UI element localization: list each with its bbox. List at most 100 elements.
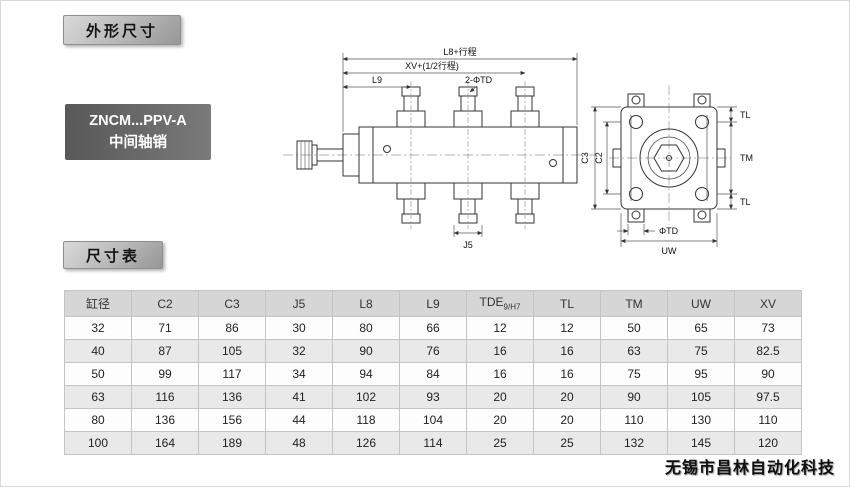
model-name: ZNCM...PPV-A xyxy=(89,112,187,129)
dim-label-phitd: ΦTD xyxy=(659,226,679,236)
column-header: L8 xyxy=(332,290,400,317)
table-cell: 95 xyxy=(667,362,735,386)
table-cell: 32 xyxy=(265,339,333,363)
table-cell: 50 xyxy=(64,362,132,386)
table-cell: 100 xyxy=(64,431,132,455)
watermark-text: 无锡市昌林自动化科技 xyxy=(664,460,835,477)
table-cell: 93 xyxy=(399,385,467,409)
table-cell: 87 xyxy=(131,339,199,363)
table-cell: 30 xyxy=(265,316,333,340)
table-cell: 48 xyxy=(265,431,333,455)
table-cell: 50 xyxy=(600,316,668,340)
table-cell: 90 xyxy=(734,362,802,386)
column-header: TM xyxy=(600,290,668,317)
table-cell: 76 xyxy=(399,339,467,363)
table-cell: 94 xyxy=(332,362,400,386)
technical-drawing: L8+行程 XV+(1/2行程) L9 2-ΦTD J5 C3 C2 TL TM… xyxy=(283,46,753,256)
table-cell: 25 xyxy=(466,431,534,455)
table-cell: 63 xyxy=(600,339,668,363)
dim-label-l8: L8+行程 xyxy=(443,46,476,57)
tie-rod-bolt xyxy=(629,115,643,129)
dim-label-xv: XV+(1/2行程) xyxy=(405,60,459,71)
table-cell: 44 xyxy=(265,408,333,432)
tie-rod-bolt xyxy=(695,187,709,201)
table-cell: 90 xyxy=(600,385,668,409)
table-cell: 130 xyxy=(667,408,735,432)
section-title-outline-label: 外形尺寸 xyxy=(85,22,158,40)
table-cell: 105 xyxy=(667,385,735,409)
dim-label-tl-top: TL xyxy=(740,110,751,120)
table-cell: 132 xyxy=(600,431,668,455)
rod-nut-hexagon xyxy=(653,144,685,172)
model-label-box: ZNCM...PPV-A 中间轴销 xyxy=(65,104,211,160)
table-cell: 116 xyxy=(131,385,199,409)
table-cell: 20 xyxy=(533,408,601,432)
dim-label-tm: TM xyxy=(740,153,753,163)
table-cell: 65 xyxy=(667,316,735,340)
column-header: TL xyxy=(533,290,601,317)
table-cell: 12 xyxy=(466,316,534,340)
table-cell: 34 xyxy=(265,362,333,386)
table-cell: 90 xyxy=(332,339,400,363)
table-cell: 12 xyxy=(533,316,601,340)
table-cell: 71 xyxy=(131,316,199,340)
table-cell: 80 xyxy=(64,408,132,432)
table-cell: 164 xyxy=(131,431,199,455)
column-header: C3 xyxy=(198,290,266,317)
side-view-drawing xyxy=(283,81,595,229)
dim-label-uw: UW xyxy=(662,246,677,256)
model-mount-type: 中间轴销 xyxy=(109,135,167,151)
dim-label-c2: C2 xyxy=(594,152,604,164)
column-header: 缸径 xyxy=(64,290,132,317)
table-cell: 63 xyxy=(64,385,132,409)
table-cell: 99 xyxy=(131,362,199,386)
table-cell: 110 xyxy=(600,408,668,432)
end-view-drawing xyxy=(609,85,731,225)
table-cell: 75 xyxy=(667,339,735,363)
table-cell: 40 xyxy=(64,339,132,363)
column-header: TDE9/H7 xyxy=(466,290,534,317)
tie-rod-bolt xyxy=(695,115,709,129)
table-cell: 82.5 xyxy=(734,339,802,363)
trunnion-pin-2 xyxy=(453,81,483,229)
section-title-outline-dimensions: 外形尺寸 xyxy=(63,15,181,45)
column-header: L9 xyxy=(399,290,467,317)
column-header: J5 xyxy=(265,290,333,317)
column-header: C2 xyxy=(131,290,199,317)
section-table-label: 尺寸表 xyxy=(85,247,140,265)
end-view-dimensions xyxy=(591,106,737,247)
table-cell: 102 xyxy=(332,385,400,409)
table-cell: 145 xyxy=(667,431,735,455)
dim-label-tl-bottom: TL xyxy=(740,197,751,207)
dim-label-j5: J5 xyxy=(463,240,473,250)
column-header: UW xyxy=(667,290,735,317)
table-cell: 16 xyxy=(466,339,534,363)
table-cell: 114 xyxy=(399,431,467,455)
table-cell: 126 xyxy=(332,431,400,455)
table-cell: 73 xyxy=(734,316,802,340)
section-title-dimension-table: 尺寸表 xyxy=(63,241,163,269)
table-cell: 20 xyxy=(466,408,534,432)
table-cell: 104 xyxy=(399,408,467,432)
table-cell: 105 xyxy=(198,339,266,363)
table-cell: 20 xyxy=(466,385,534,409)
dim-label-c3: C3 xyxy=(580,152,590,164)
table-cell: 86 xyxy=(198,316,266,340)
table-cell: 118 xyxy=(332,408,400,432)
table-cell: 66 xyxy=(399,316,467,340)
column-header: XV xyxy=(734,290,802,317)
table-cell: 84 xyxy=(399,362,467,386)
dim-label-l9: L9 xyxy=(372,75,382,85)
rod-boss-circle xyxy=(639,128,699,188)
table-cell: 136 xyxy=(131,408,199,432)
table-cell: 80 xyxy=(332,316,400,340)
